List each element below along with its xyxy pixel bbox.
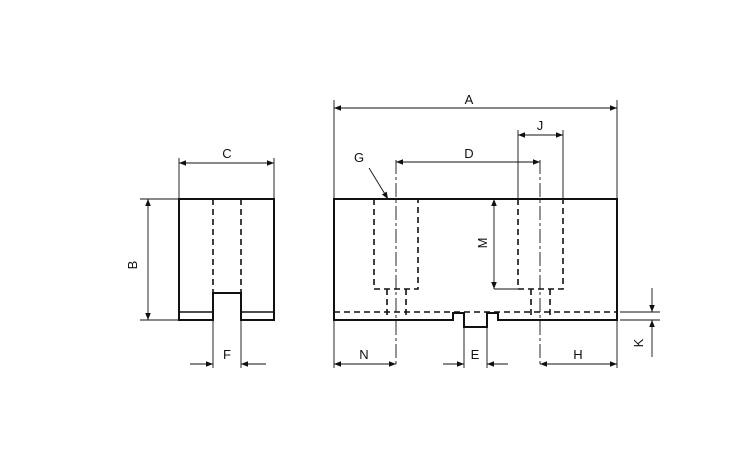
label-d: D [464, 146, 473, 161]
label-c: C [222, 146, 231, 161]
label-k: K [631, 338, 646, 347]
leader-g [368, 167, 389, 200]
label-m: M [475, 238, 490, 249]
side-view: C B F [125, 146, 275, 368]
label-h: H [573, 347, 582, 362]
label-b: B [125, 261, 140, 270]
label-j: J [537, 118, 544, 133]
label-f: F [223, 347, 231, 362]
label-g: G [354, 150, 364, 165]
label-a: A [465, 92, 474, 107]
front-view: A J D G M N E H K [333, 92, 660, 368]
label-e: E [471, 347, 480, 362]
label-n: N [359, 347, 368, 362]
